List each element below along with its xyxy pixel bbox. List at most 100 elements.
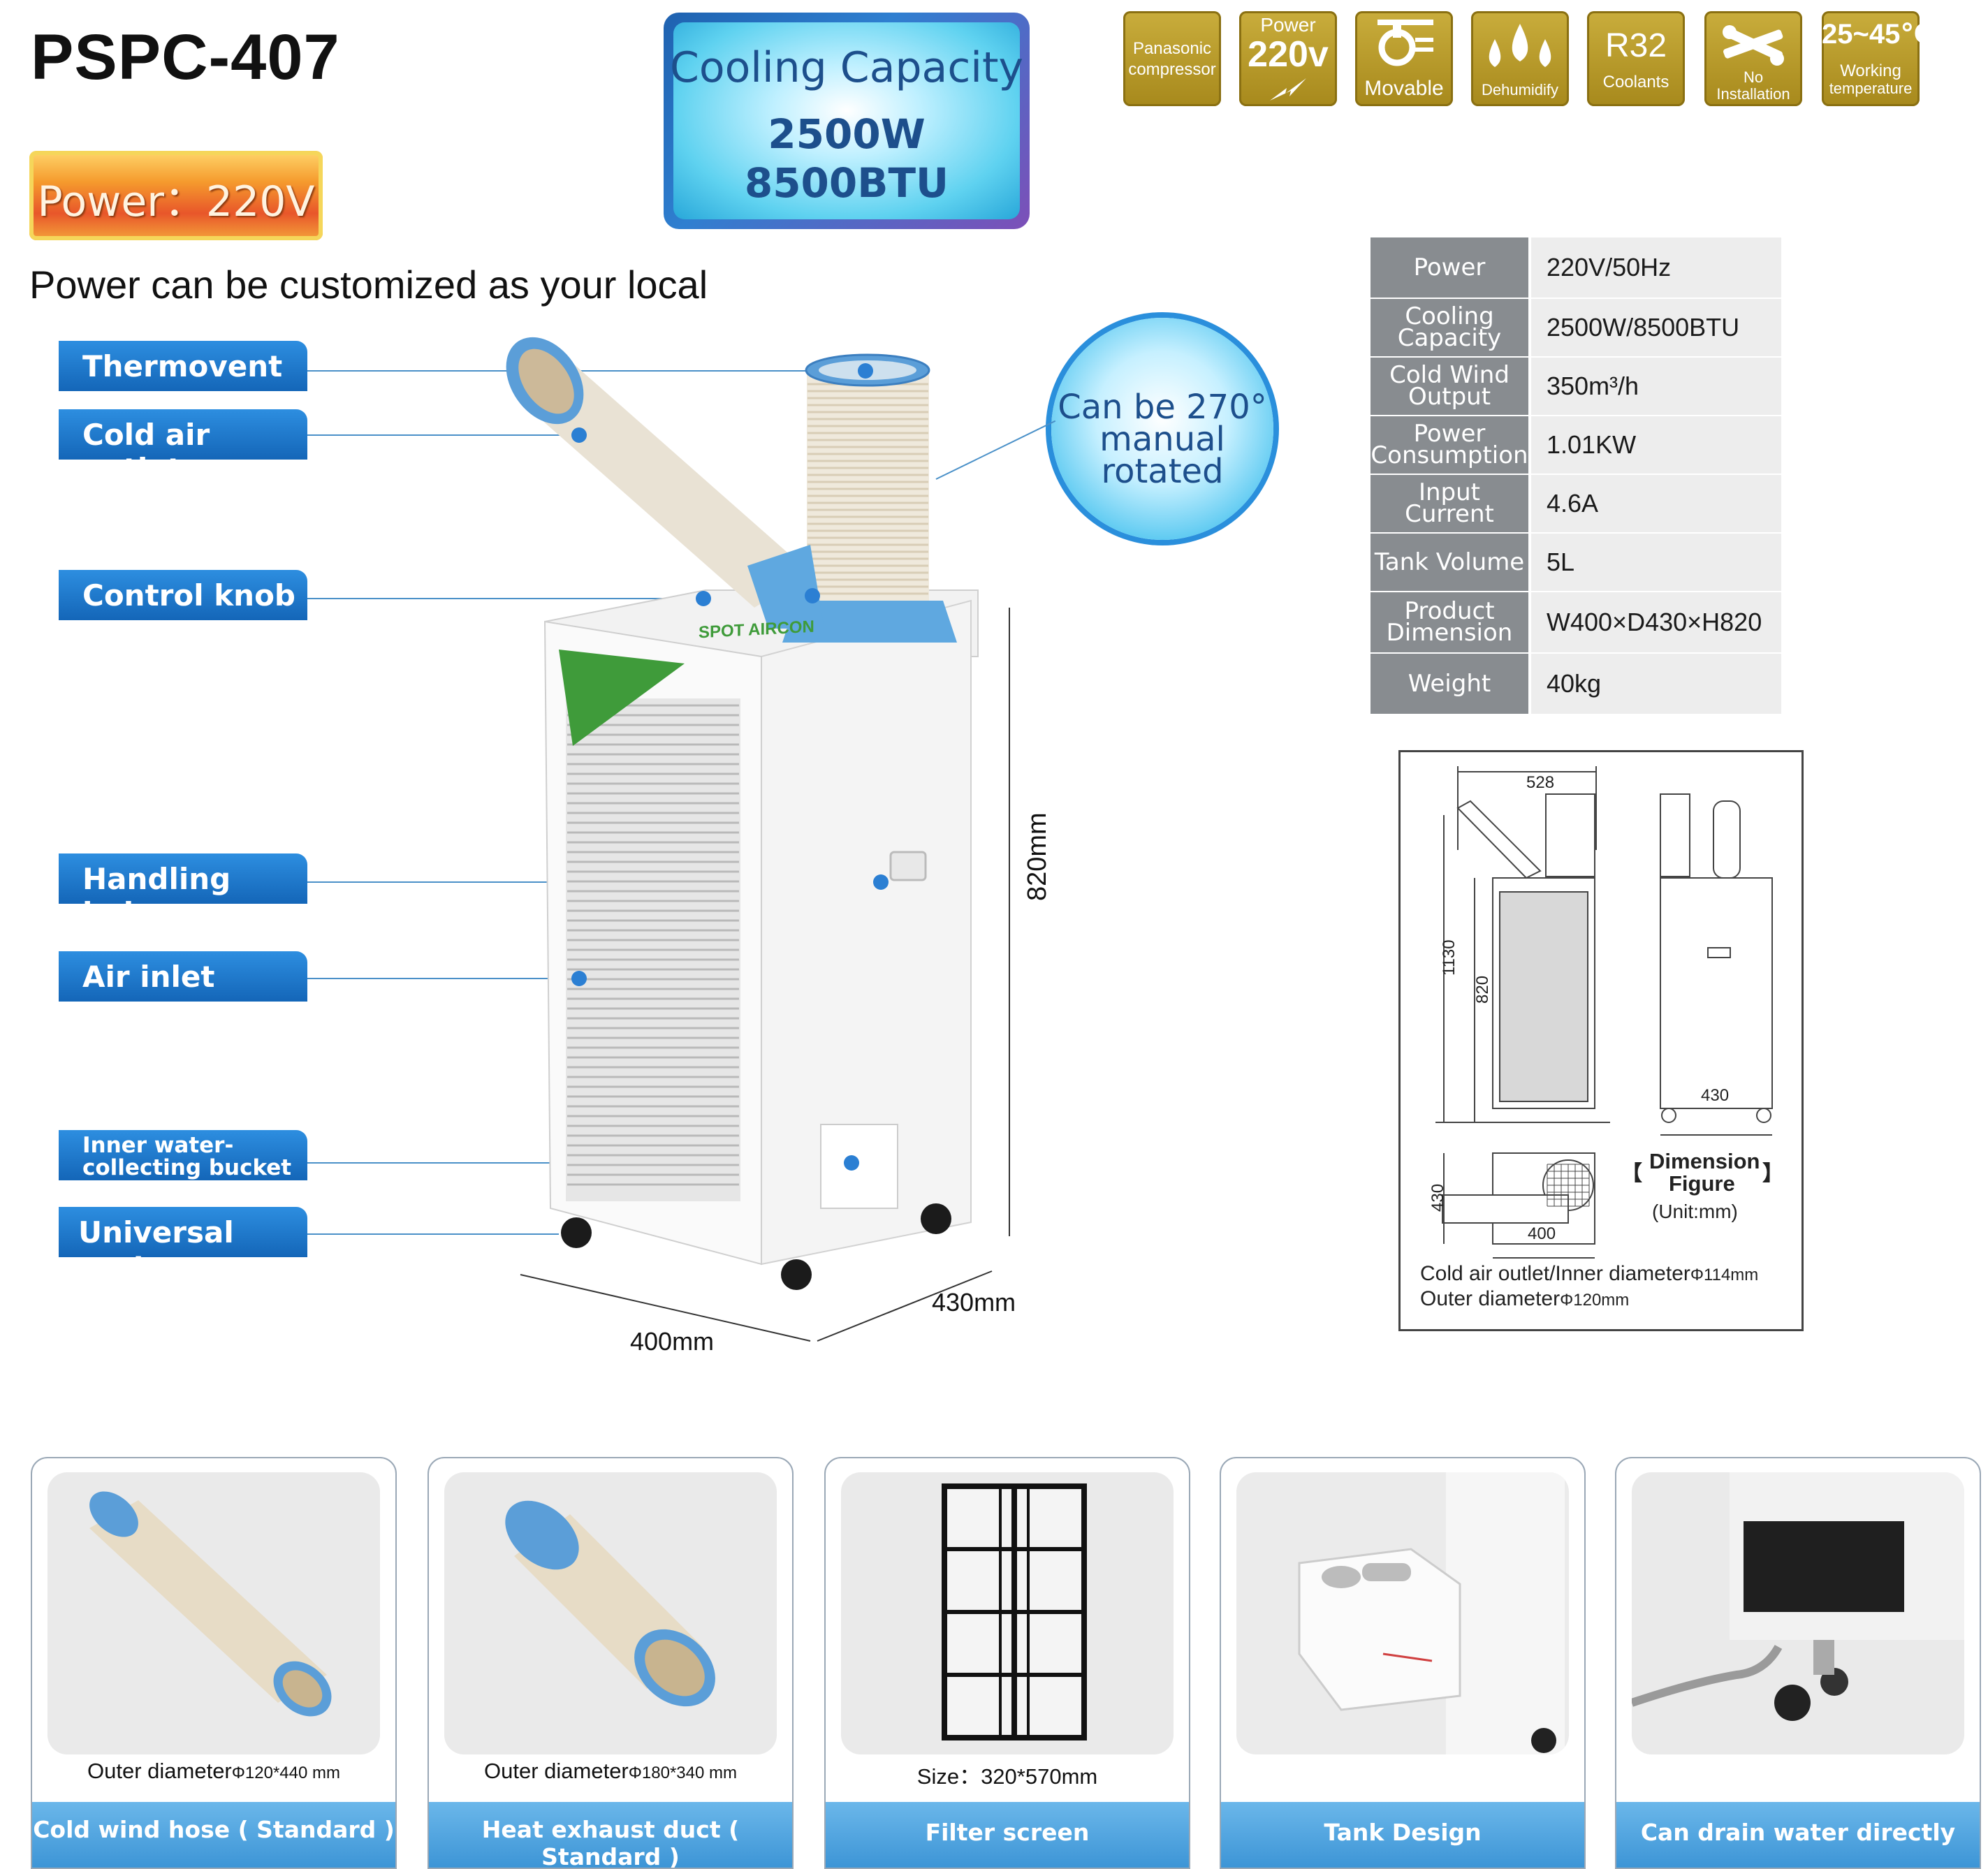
thermovent-duct [782, 353, 957, 643]
feature-text: Coolants [1602, 73, 1669, 91]
dim-total-height: 1130 [1440, 939, 1459, 976]
power-badge-text: Power：220V [37, 177, 315, 226]
feature-text: temperature [1829, 80, 1913, 97]
accessory-photo [841, 1472, 1174, 1754]
tank-drawer [820, 1124, 898, 1209]
feature-text: Installation [1716, 85, 1790, 103]
accessory-title-bar: Can drain water directly [1616, 1802, 1980, 1868]
accessory-title-bar: Tank Design [1221, 1802, 1584, 1868]
leader-line [307, 978, 580, 979]
feature-r32-coolants: R32 Coolants [1587, 11, 1685, 106]
spec-value: 350m³/h [1531, 358, 1781, 415]
cooling-capacity-btu: 8500BTU [744, 159, 949, 207]
accessory-caption: Size：320*570mm [826, 1759, 1189, 1790]
dim-bracket-right: 】 [1762, 1162, 1783, 1185]
dim-bracket-left: 【 [1621, 1162, 1642, 1185]
leader-line [307, 598, 704, 599]
wrench-cross-icon [1723, 25, 1784, 66]
feature-text: 25~45℃ [1822, 19, 1934, 50]
leader-dot [873, 874, 889, 890]
label-handling-hole: Handling hole [59, 853, 307, 930]
caption-text: Outer diameter [87, 1759, 232, 1783]
leader-line [307, 1233, 559, 1235]
spec-value: 1.01KW [1531, 416, 1781, 474]
spec-value: 5L [1531, 534, 1781, 591]
dim-note-value: Φ114mm [1690, 1266, 1759, 1284]
spec-key: Power Consumption [1371, 416, 1528, 474]
leader-line [307, 370, 866, 372]
feature-text: Movable [1364, 77, 1444, 100]
leader-line [307, 434, 580, 436]
spec-key: Product Dimension [1371, 592, 1528, 652]
accessory-title: Filter screen [925, 1819, 1090, 1846]
dimension-figure: 528 1130 820 430 430 400 【 Dimension Fig… [1398, 750, 1804, 1331]
label-universal-caster: Universal caster [59, 1207, 307, 1284]
feature-text: 220v [1248, 34, 1329, 75]
accessory-title: Can drain water directly [1640, 1819, 1956, 1846]
cooling-capacity-title: Cooling Capacity [669, 43, 1024, 92]
feature-text: No [1743, 68, 1764, 86]
label-text: Inner water-collecting bucket [82, 1133, 292, 1180]
accessory-title: Tank Design [1324, 1819, 1482, 1846]
spec-key: Tank Volume [1371, 534, 1528, 591]
depth-dimension-line [817, 1270, 993, 1342]
accessory-photo [1236, 1472, 1569, 1754]
dim-body-height: 820 [1473, 975, 1492, 1004]
leader-dot [571, 427, 587, 443]
accessory-photo [444, 1472, 777, 1754]
dim-title: Figure [1669, 1171, 1735, 1196]
lightning-icon [1270, 78, 1306, 101]
spec-key: Cooling Capacity [1371, 299, 1528, 356]
accessory-title-bar: Heat exhaust duct ( Standard ) [429, 1802, 792, 1868]
model-title: PSPC-407 [31, 22, 340, 93]
spec-value: 220V/50Hz [1531, 237, 1781, 298]
label-text: Thermovent [82, 349, 283, 383]
dim-plan-depth: 430 [1428, 1183, 1447, 1212]
handling-hole [889, 851, 927, 881]
dim-top-width: 528 [1526, 773, 1555, 792]
feature-text: Panasonic [1132, 39, 1212, 58]
spec-value: W400×D430×H820 [1531, 592, 1781, 652]
caster-wheel [781, 1259, 812, 1290]
spec-key: Power [1371, 237, 1528, 298]
accessory-caption: Outer diameterΦ120*440 mm [32, 1759, 395, 1784]
dimension-drawing [1435, 766, 1773, 1259]
wheel-icon [1377, 20, 1433, 66]
dim-note-text: Outer diameter [1420, 1287, 1561, 1310]
caption-value: Φ120*440 mm [231, 1764, 340, 1782]
depth-dimension-text: 430mm [932, 1288, 1016, 1317]
feature-text: Dehumidify [1481, 81, 1559, 98]
leader-dot [858, 363, 873, 379]
dim-note-text: Cold air outlet/Inner diameter [1420, 1262, 1690, 1285]
accessory-title: Heat exhaust duct ( Standard ) [481, 1816, 740, 1869]
label-text: Cold air outlet [82, 418, 210, 486]
feature-text: compressor [1128, 60, 1216, 79]
accessory-card-drain-water: Can drain water directly [1615, 1457, 1981, 1869]
feature-text: Working [1840, 61, 1901, 80]
rotate-badge-text: Can be 270° [1058, 388, 1267, 427]
width-dimension-line [520, 1274, 811, 1342]
feature-panasonic-compressor: Panasonic compressor [1123, 11, 1221, 106]
accessory-card-filter-screen: Size：320*570mm Filter screen [824, 1457, 1190, 1869]
spec-key: Cold Wind Output [1371, 358, 1528, 415]
caption-text: Outer diameter [484, 1759, 629, 1783]
accessory-card-tank-design: Tank Design [1220, 1457, 1586, 1869]
product-illustration [506, 337, 1010, 1342]
spec-key: Weight [1371, 654, 1528, 714]
cold-air-hose [506, 337, 824, 629]
dim-title: Dimension [1649, 1149, 1760, 1173]
height-dimension-text: 820mm [1023, 812, 1052, 901]
accessory-title-bar: Cold wind hose ( Standard ) [32, 1802, 395, 1868]
accessory-title-bar: Filter screen [826, 1802, 1189, 1868]
label-thermovent: Thermovent [59, 341, 307, 391]
label-cold-air-outlet: Cold air outlet [59, 409, 307, 486]
label-text: Air inlet [82, 960, 215, 994]
